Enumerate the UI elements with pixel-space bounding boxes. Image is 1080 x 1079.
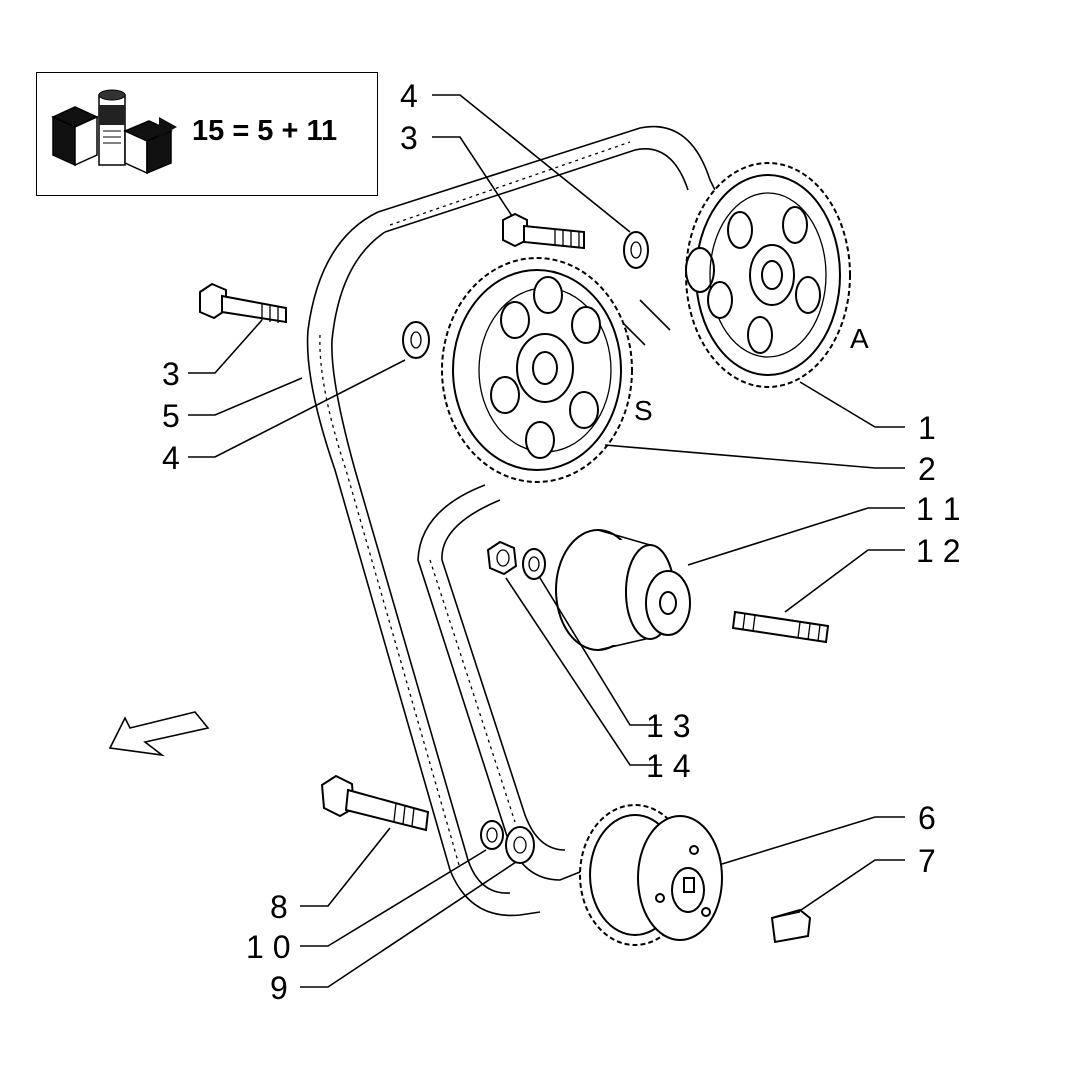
bolt-3-top bbox=[502, 212, 585, 250]
callout-12: 1 2 bbox=[916, 533, 960, 569]
bolt-8 bbox=[320, 774, 430, 832]
callout-6: 6 bbox=[918, 800, 936, 836]
stud-12 bbox=[731, 610, 830, 644]
callout-7: 7 bbox=[918, 843, 936, 879]
kit-box: 15 = 5 + 11 bbox=[36, 72, 378, 196]
callout-9: 9 bbox=[270, 970, 288, 1006]
camshaft-gear-s bbox=[441, 257, 633, 483]
tensioner-pulley bbox=[555, 529, 691, 651]
callout-13: 1 3 bbox=[646, 708, 690, 744]
washer-4-left bbox=[402, 321, 430, 359]
crankshaft-gear bbox=[579, 804, 723, 946]
callout-4-left: 4 bbox=[162, 440, 180, 476]
callout-1: 1 bbox=[918, 410, 936, 446]
camshaft-gear-a bbox=[685, 162, 851, 388]
callout-8: 8 bbox=[270, 889, 288, 925]
washer-4-top bbox=[623, 231, 649, 269]
gear-label-s: S bbox=[634, 395, 653, 426]
kit-formula: 15 = 5 + 11 bbox=[192, 115, 338, 147]
leader-lines bbox=[188, 94, 905, 988]
washer-13 bbox=[522, 548, 546, 580]
nut-14 bbox=[486, 540, 518, 576]
callout-10: 1 0 bbox=[246, 929, 290, 965]
callout-3-top: 3 bbox=[400, 120, 418, 156]
callout-3-left: 3 bbox=[162, 356, 180, 392]
callout-14: 1 4 bbox=[646, 748, 690, 784]
callout-2: 2 bbox=[918, 451, 936, 487]
gear-label-a: A bbox=[850, 323, 869, 354]
bolt-3-left bbox=[199, 282, 287, 324]
woodruff-key bbox=[770, 908, 812, 944]
callout-5: 5 bbox=[162, 398, 180, 434]
washer-9 bbox=[505, 826, 535, 864]
callout-11: 1 1 bbox=[916, 491, 960, 527]
fiat-kit-icon bbox=[51, 89, 177, 175]
direction-arrow-icon bbox=[108, 711, 210, 757]
callout-4-top: 4 bbox=[400, 78, 418, 114]
washer-10 bbox=[480, 820, 504, 850]
